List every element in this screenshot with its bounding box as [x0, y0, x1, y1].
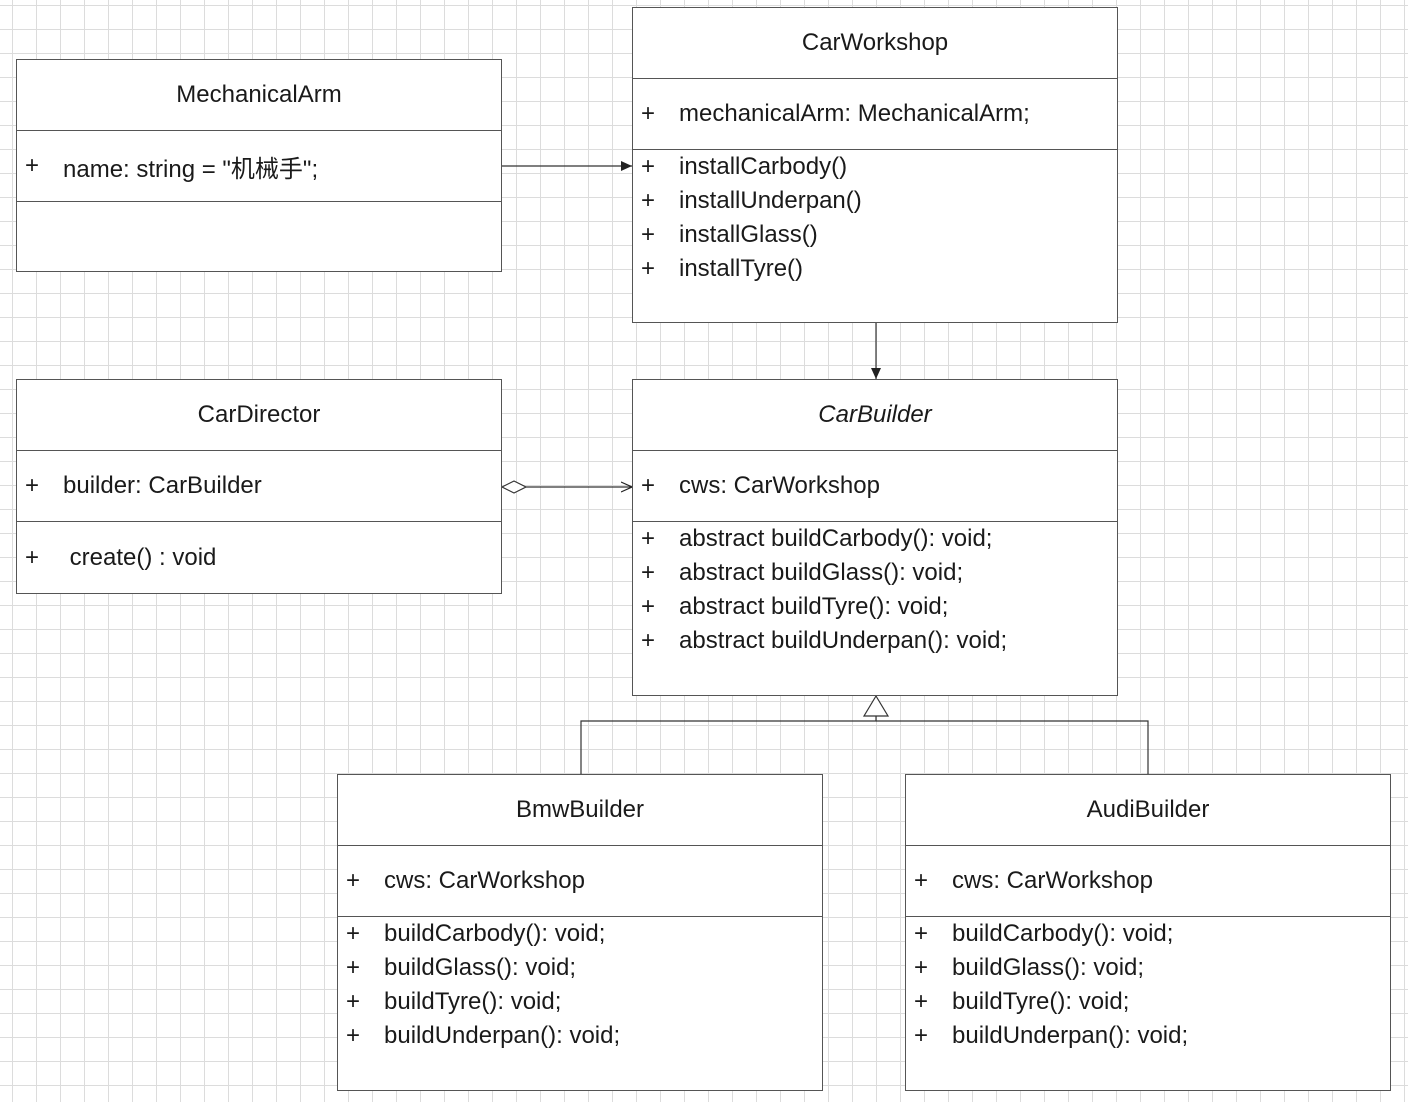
visibility-public: + [346, 867, 361, 894]
visibility-public: + [914, 988, 929, 1015]
class-name: CarWorkshop [633, 8, 1117, 79]
operation-text: buildCarbody(): void; [952, 920, 1174, 947]
class-audibuilder[interactable]: AudiBuilder + cws: CarWorkshop + buildCa… [905, 774, 1391, 1091]
operation-text: abstract buildUnderpan(): void; [679, 627, 1008, 654]
operations-section: + installCarbody() + installUnderpan() +… [633, 150, 1117, 286]
operation-row[interactable]: + abstract buildCarbody(): void; [633, 522, 1117, 556]
generalization-audibuilder-carbuilder[interactable] [876, 720, 1149, 774]
operation-text: abstract buildTyre(): void; [679, 593, 949, 620]
operation-text: installUnderpan() [679, 187, 862, 214]
visibility-public: + [641, 100, 656, 127]
visibility-public: + [641, 593, 656, 620]
visibility-public: + [346, 1022, 361, 1049]
attributes-section: + cws: CarWorkshop [338, 846, 822, 917]
class-carbuilder[interactable]: CarBuilder + cws: CarWorkshop + abstract… [632, 379, 1118, 696]
class-name: BmwBuilder [338, 775, 822, 846]
operation-text: buildUnderpan(): void; [952, 1022, 1189, 1049]
operation-row[interactable]: + installUnderpan() [633, 184, 1117, 218]
visibility-public: + [346, 954, 361, 981]
operation-text: buildCarbody(): void; [384, 920, 606, 947]
visibility-public: + [914, 867, 929, 894]
visibility-public: + [914, 954, 929, 981]
class-name: AudiBuilder [906, 775, 1390, 846]
generalization-bmwbuilder-carbuilder[interactable] [580, 716, 877, 774]
operation-row[interactable]: + create() : void [17, 541, 501, 575]
attribute-text: cws: CarWorkshop [679, 472, 880, 499]
attributes-section: + mechanicalArm: MechanicalArm; [633, 79, 1117, 150]
visibility-public: + [641, 559, 656, 586]
operation-text: create() : void [63, 543, 217, 571]
visibility-public: + [641, 525, 656, 552]
class-name: CarDirector [17, 380, 501, 451]
operation-row[interactable]: + buildUnderpan(): void; [338, 1019, 822, 1053]
operation-row[interactable]: + installGlass() [633, 218, 1117, 252]
visibility-public: + [25, 543, 40, 571]
attributes-section: + name: string = "机械手"; [17, 131, 501, 202]
visibility-public: + [641, 153, 656, 180]
operation-text: installTyre() [679, 255, 804, 282]
attribute-row[interactable]: + cws: CarWorkshop [906, 864, 1390, 898]
attribute-text: cws: CarWorkshop [952, 867, 1153, 894]
attributes-section: + cws: CarWorkshop [633, 451, 1117, 522]
operation-row[interactable]: + buildTyre(): void; [906, 985, 1390, 1019]
visibility-public: + [25, 152, 40, 179]
class-name: CarBuilder [633, 380, 1117, 451]
class-carworkshop[interactable]: CarWorkshop + mechanicalArm: MechanicalA… [632, 7, 1118, 323]
operation-row[interactable]: + buildCarbody(): void; [338, 917, 822, 951]
operation-text: abstract buildGlass(): void; [679, 559, 964, 586]
attribute-text: cws: CarWorkshop [384, 867, 585, 894]
attribute-row[interactable]: + cws: CarWorkshop [338, 864, 822, 898]
operation-row[interactable]: + buildUnderpan(): void; [906, 1019, 1390, 1053]
operation-row[interactable]: + abstract buildGlass(): void; [633, 556, 1117, 590]
generalization-triangle [862, 694, 890, 717]
visibility-public: + [641, 255, 656, 282]
visibility-public: + [346, 920, 361, 947]
visibility-public: + [641, 472, 656, 499]
operation-text: buildGlass(): void; [384, 954, 577, 981]
operation-row[interactable]: + abstract buildTyre(): void; [633, 590, 1117, 624]
attributes-section: + cws: CarWorkshop [906, 846, 1390, 917]
attribute-row[interactable]: + name: string = "机械手"; [17, 149, 501, 183]
attribute-row[interactable]: + builder: CarBuilder [17, 469, 501, 503]
attribute-text: name: string = "机械手"; [63, 155, 319, 183]
operations-section: + create() : void [17, 522, 501, 593]
attributes-section: + builder: CarBuilder [17, 451, 501, 522]
aggregation-diamond [500, 480, 528, 494]
attribute-text: builder: CarBuilder [63, 472, 262, 499]
visibility-public: + [914, 920, 929, 947]
visibility-public: + [641, 627, 656, 654]
operation-row[interactable]: + buildGlass(): void; [906, 951, 1390, 985]
operation-text: installCarbody() [679, 153, 848, 180]
class-bmwbuilder[interactable]: BmwBuilder + cws: CarWorkshop + buildCar… [337, 774, 823, 1091]
operation-text: buildUnderpan(): void; [384, 1022, 621, 1049]
class-name: MechanicalArm [17, 60, 501, 131]
operations-section: + abstract buildCarbody(): void; + abstr… [633, 522, 1117, 658]
attribute-text: mechanicalArm: MechanicalArm; [679, 100, 1030, 127]
operation-row[interactable]: + installCarbody() [633, 150, 1117, 184]
operation-text: buildTyre(): void; [384, 988, 562, 1015]
visibility-public: + [914, 1022, 929, 1049]
operation-text: installGlass() [679, 221, 818, 248]
operation-text: abstract buildCarbody(): void; [679, 525, 993, 552]
operation-row[interactable]: + installTyre() [633, 252, 1117, 286]
attribute-row[interactable]: + mechanicalArm: MechanicalArm; [633, 97, 1117, 131]
operations-section: + buildCarbody(): void; + buildGlass(): … [338, 917, 822, 1053]
visibility-public: + [641, 187, 656, 214]
visibility-public: + [641, 221, 656, 248]
operation-row[interactable]: + buildGlass(): void; [338, 951, 822, 985]
operation-row[interactable]: + buildTyre(): void; [338, 985, 822, 1019]
operation-text: buildTyre(): void; [952, 988, 1130, 1015]
visibility-public: + [25, 472, 40, 499]
visibility-public: + [346, 988, 361, 1015]
operation-row[interactable]: + buildCarbody(): void; [906, 917, 1390, 951]
class-mechanicalarm[interactable]: MechanicalArm + name: string = "机械手"; [16, 59, 502, 272]
attribute-row[interactable]: + cws: CarWorkshop [633, 469, 1117, 503]
operations-section: + buildCarbody(): void; + buildGlass(): … [906, 917, 1390, 1053]
operation-row[interactable]: + abstract buildUnderpan(): void; [633, 624, 1117, 658]
operation-text: buildGlass(): void; [952, 954, 1145, 981]
class-cardirector[interactable]: CarDirector + builder: CarBuilder + crea… [16, 379, 502, 594]
